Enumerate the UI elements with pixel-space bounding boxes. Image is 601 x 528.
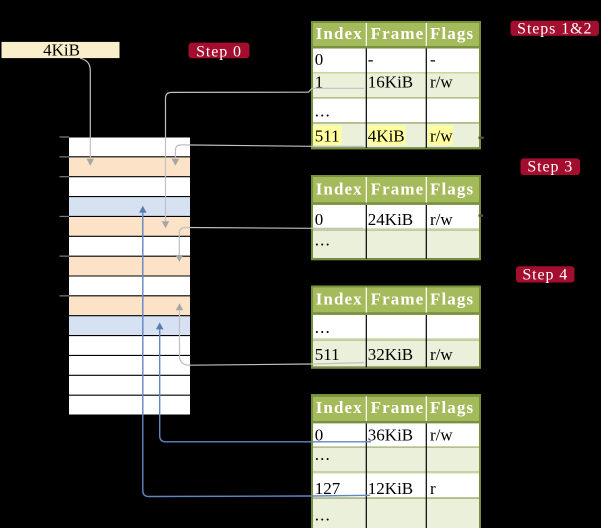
svg-text:Flags: Flags (430, 24, 474, 43)
svg-text:0: 0 (315, 50, 324, 69)
svg-text:r: r (430, 479, 436, 498)
svg-text:32KiB: 32KiB (368, 345, 413, 364)
svg-text:Flags: Flags (430, 398, 474, 417)
svg-text:...: ... (315, 506, 331, 525)
svg-text:0: 0 (315, 210, 324, 229)
svg-text:4KiB: 4KiB (368, 127, 405, 146)
svg-text:r/w: r/w (430, 425, 453, 444)
svg-text:511: 511 (315, 345, 340, 364)
svg-text:...: ... (315, 102, 331, 121)
svg-text:...: ... (315, 318, 331, 337)
svg-text:Frame: Frame (371, 179, 425, 198)
svg-text:-: - (368, 50, 374, 69)
svg-text:Flags: Flags (430, 179, 474, 198)
svg-text:Step 4: Step 4 (522, 266, 568, 283)
svg-text:1: 1 (315, 73, 324, 92)
svg-text:r/w: r/w (430, 210, 453, 229)
svg-text:0: 0 (315, 425, 324, 444)
svg-text:r/w: r/w (430, 127, 453, 146)
svg-text:Index: Index (316, 290, 363, 309)
svg-text:127: 127 (315, 479, 341, 498)
svg-text:Frame: Frame (371, 290, 425, 309)
svg-text:...: ... (315, 445, 331, 464)
svg-text:Frame: Frame (371, 398, 425, 417)
svg-text:Step 0: Step 0 (196, 43, 242, 60)
svg-text:Flags: Flags (430, 290, 474, 309)
svg-text:-: - (430, 50, 436, 69)
svg-text:36KiB: 36KiB (368, 425, 413, 444)
svg-text:511: 511 (315, 127, 340, 146)
svg-text:Index: Index (316, 179, 363, 198)
svg-text:12KiB: 12KiB (368, 479, 413, 498)
svg-text:4KiB: 4KiB (43, 41, 80, 60)
svg-text:Steps 1&2: Steps 1&2 (517, 20, 592, 37)
svg-text:24KiB: 24KiB (368, 210, 413, 229)
svg-text:Step 3: Step 3 (527, 158, 573, 175)
svg-text:r/w: r/w (430, 345, 453, 364)
svg-text:Frame: Frame (371, 24, 425, 43)
svg-text:r/w: r/w (430, 73, 453, 92)
svg-text:Index: Index (316, 398, 363, 417)
svg-text:Index: Index (316, 24, 363, 43)
svg-text:16KiB: 16KiB (368, 73, 413, 92)
svg-text:...: ... (315, 231, 331, 250)
